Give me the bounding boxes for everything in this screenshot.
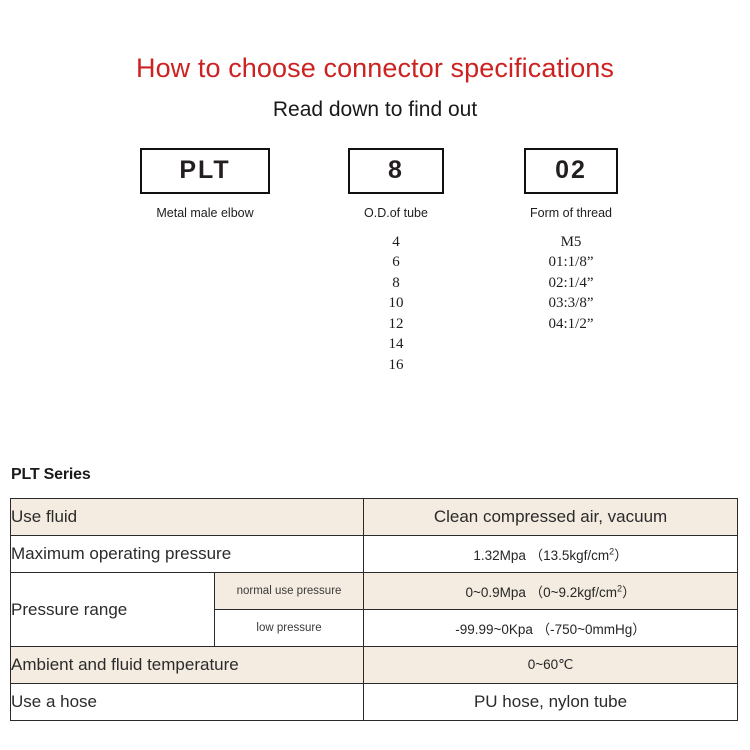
list-item: 04:1/2” <box>548 315 594 332</box>
row-value-use-a-hose: PU hose, nylon tube <box>363 683 739 721</box>
row-label-pressure-range: Pressure range <box>10 572 215 647</box>
list-item: 03:3/8” <box>548 295 594 312</box>
code-group-series: PLT Metal male elbow <box>140 147 270 221</box>
table-row: Pressure range normal use pressure 0~0.9… <box>10 572 739 647</box>
code-caption-tube: O.D.of tube <box>364 205 428 220</box>
list-item: 01:1/8” <box>548 254 594 271</box>
value-text: 0~0.9Mpa （0~9.2kgf/cm <box>465 585 618 600</box>
code-caption-thread: Form of thread <box>530 205 612 220</box>
row-value-use-fluid: Clean compressed air, vacuum <box>363 498 739 536</box>
list-item: 16 <box>388 356 404 373</box>
option-list-thread: M5 01:1/8” 02:1/4” 03:3/8” 04:1/2” <box>524 232 618 335</box>
row-value-ambient-fluid-temperature: 0~60℃ <box>363 646 739 684</box>
list-item: 4 <box>392 233 400 250</box>
code-caption-series: Metal male elbow <box>156 205 254 220</box>
list-item: 14 <box>388 336 404 353</box>
table-row: Ambient and fluid temperature 0~60℃ <box>9 646 739 684</box>
code-breakdown-diagram: PLT Metal male elbow 8 O.D.of tube 4 6 8… <box>0 147 750 388</box>
page-title: How to choose connector specifications <box>135 53 615 83</box>
code-group-tube: 8 O.D.of tube 4 6 8 10 12 14 16 <box>348 147 444 376</box>
option-list-tube: 4 6 8 10 12 14 16 <box>348 232 444 376</box>
table-row: Use a hose PU hose, nylon tube <box>9 683 739 721</box>
value-superscript: 2 <box>609 546 615 557</box>
list-item: M5 <box>560 233 582 250</box>
page-subtitle: Read down to find out <box>272 97 478 121</box>
row-label-use-fluid: Use fluid <box>9 498 365 536</box>
list-item: 02:1/4” <box>548 274 594 291</box>
specification-table: Use fluid Clean compressed air, vacuum M… <box>9 498 739 721</box>
value-text: 1.32Mpa （13.5kgf/cm <box>473 548 610 563</box>
row-label-max-operating-pressure: Maximum operating pressure <box>9 535 365 573</box>
list-item: 6 <box>392 254 400 271</box>
row-label-use-a-hose: Use a hose <box>9 683 365 721</box>
row-value-max-operating-pressure: 1.32Mpa （13.5kgf/cm2） <box>363 535 739 573</box>
list-item: 10 <box>388 295 404 312</box>
value-tail: ） <box>614 548 628 563</box>
value-tail: ） <box>622 585 636 600</box>
code-box-thread: 02 <box>524 147 618 194</box>
page-header: How to choose connector specifications R… <box>0 0 750 121</box>
code-box-tube: 8 <box>348 147 444 194</box>
code-box-series: PLT <box>140 147 270 194</box>
table-row: Use fluid Clean compressed air, vacuum <box>9 498 739 536</box>
row-value-normal-use-pressure: 0~0.9Mpa （0~9.2kgf/cm2） <box>363 572 739 610</box>
row-label-ambient-fluid-temperature: Ambient and fluid temperature <box>9 646 365 684</box>
code-group-thread: 02 Form of thread M5 01:1/8” 02:1/4” 03:… <box>524 147 618 335</box>
row-sublabel-normal-use-pressure: normal use pressure <box>213 572 365 610</box>
table-row: Maximum operating pressure 1.32Mpa （13.5… <box>9 535 739 573</box>
value-superscript: 2 <box>617 583 623 594</box>
row-value-low-pressure: -99.99~0Kpa （-750~0mmHg） <box>363 609 739 647</box>
spec-table-heading: PLT Series <box>11 466 91 483</box>
list-item: 12 <box>388 315 404 332</box>
row-sublabel-low-pressure: low pressure <box>213 609 365 647</box>
list-item: 8 <box>392 274 400 291</box>
